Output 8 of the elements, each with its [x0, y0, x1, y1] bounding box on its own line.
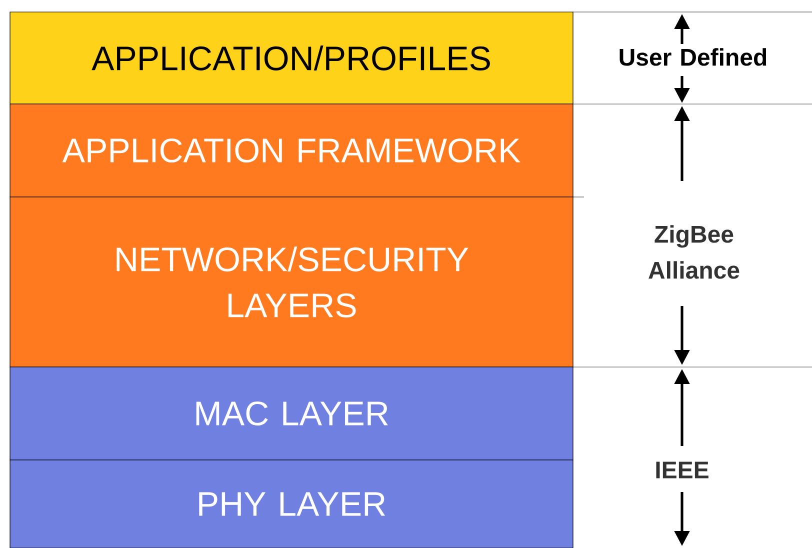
- layer-box: MAC LAYER: [10, 366, 574, 460]
- layer-box: APPLICATION/PROFILES: [10, 12, 574, 104]
- range-label: User Defined: [620, 48, 766, 66]
- range-label: IEEE: [656, 462, 708, 478]
- range-label: ZigBee Alliance: [648, 225, 740, 279]
- layer-box: NETWORK/SECURITY LAYERS: [10, 196, 574, 368]
- layer-box: APPLICATION FRAMEWORK: [10, 104, 574, 198]
- layer-box: PHY LAYER: [10, 460, 574, 548]
